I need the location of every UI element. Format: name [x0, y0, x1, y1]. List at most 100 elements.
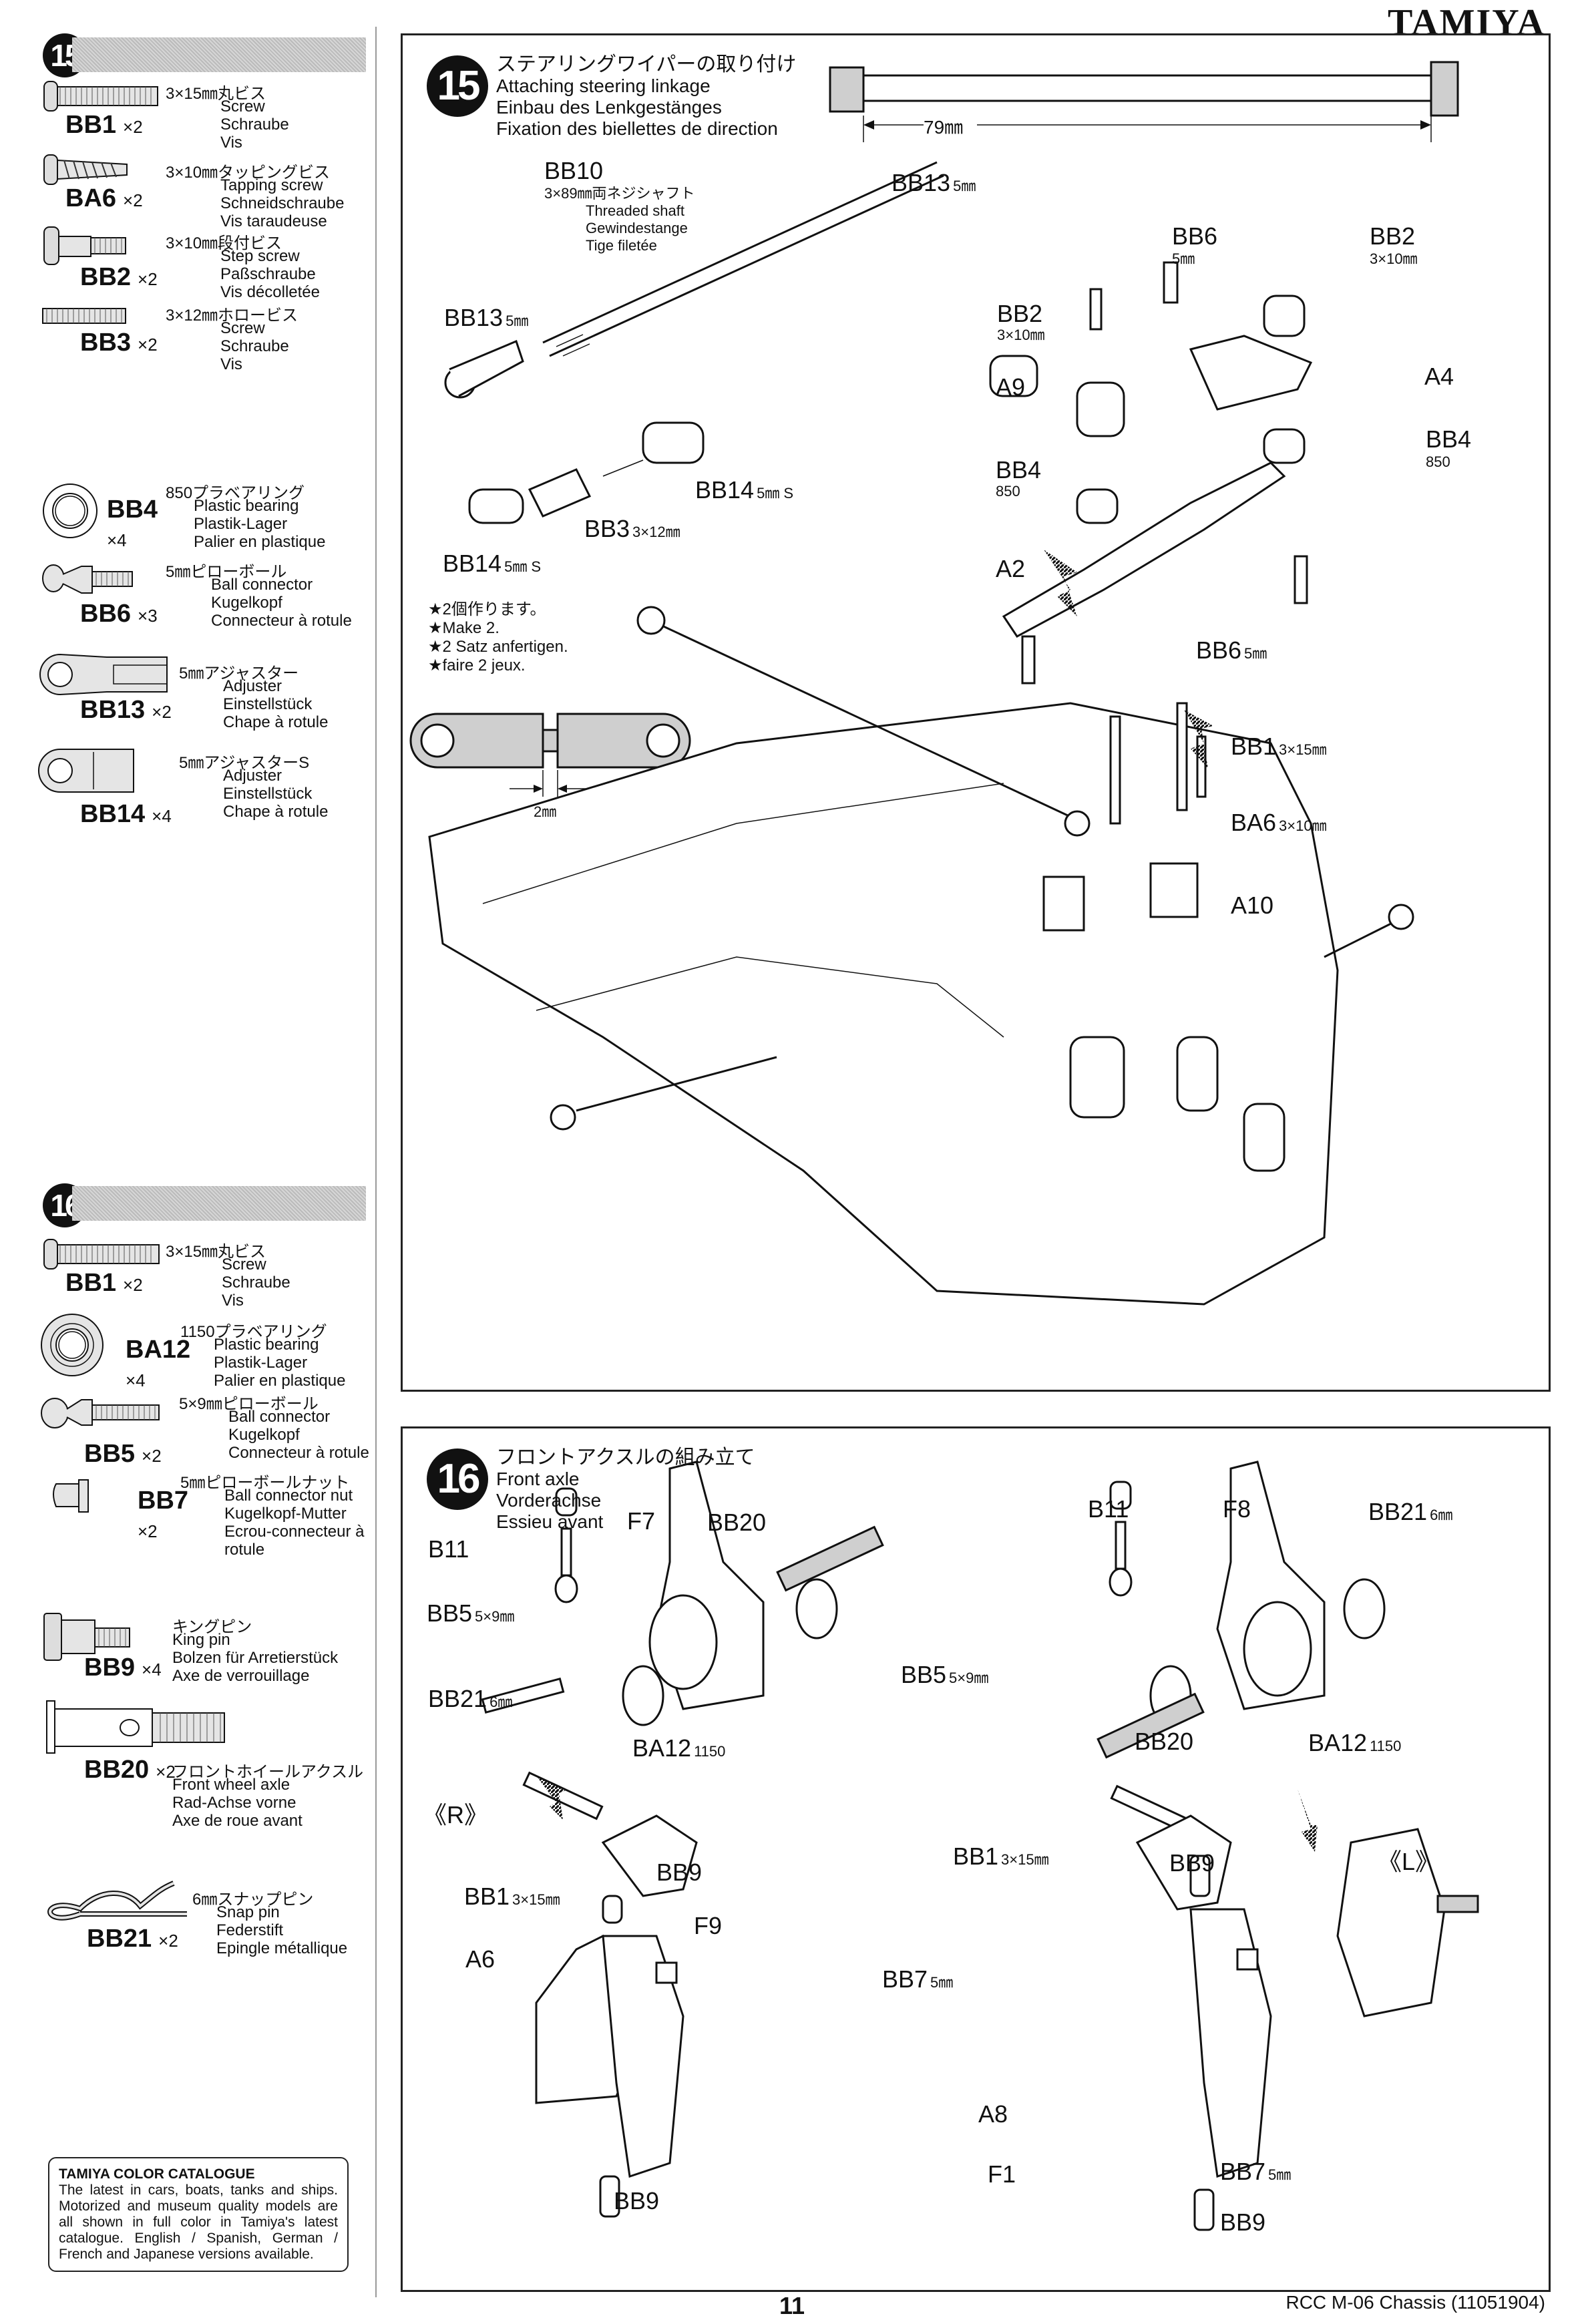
step-number-badge: 15: [427, 55, 488, 117]
part-name-jp: 5㎜ピローボールナット: [180, 1474, 350, 1492]
part-size: 850: [996, 483, 1020, 500]
part-code: BB1×2: [65, 1269, 143, 1297]
part-size: 850: [1426, 453, 1450, 470]
part-code: BA6×2: [65, 184, 143, 212]
step-header-bar: [72, 37, 366, 72]
part-code: BB3×2: [80, 329, 158, 357]
title-de: Einbau des Lenkgestänges: [496, 97, 722, 118]
part-code: BB21×2: [87, 1925, 178, 1953]
part-label: F7: [627, 1507, 656, 1535]
part-label: A10: [1231, 892, 1274, 919]
part-label: BB4: [1426, 425, 1472, 453]
part-name-jp: 5㎜ピローボール: [166, 563, 287, 581]
part-code: BB2×2: [80, 263, 158, 291]
part-name-jp: 3×12㎜ホロービス: [166, 307, 299, 325]
catalogue-notice: TAMIYA COLOR CATALOGUE The latest in car…: [48, 2157, 349, 2272]
adjuster-icon: [39, 653, 168, 696]
step-16-panel: 16 フロントアクスルの組み立て Front axle Vorderachse …: [401, 1426, 1551, 2292]
part-code: BA12×4: [126, 1336, 191, 1390]
part-code: BB6×3: [80, 600, 158, 628]
title-fr: Essieu avant: [496, 1511, 604, 1532]
side-label-right: 《R》: [423, 1801, 488, 1828]
title-jp: フロントアクスルの組み立て: [496, 1446, 755, 1469]
part-label: BB9: [614, 2187, 660, 2214]
part-label: BB9: [656, 1859, 703, 1886]
part-name-jp: 3×10㎜段付ビス: [166, 234, 282, 252]
part-label: BB20: [1135, 1728, 1194, 1755]
model-name: RCC M-06 Chassis (11051904): [1286, 2292, 1545, 2313]
catalogue-body: The latest in cars, boats, tanks and shi…: [59, 2182, 338, 2262]
left-lower-assembly-drawing: [1110, 1784, 1479, 2231]
steering-crank-drawing: [989, 261, 1313, 685]
step-number-badge: 16: [427, 1448, 488, 1510]
ball-connector-icon: [41, 1398, 160, 1428]
part-label: F9: [694, 1912, 723, 1939]
title-fr: Fixation des biellettes de direction: [496, 118, 778, 139]
part-name-jp: 850プラベアリング: [166, 484, 305, 502]
part-label: BB2: [1370, 222, 1416, 250]
chassis-drawing: [428, 606, 1414, 1306]
gap-diagram: [409, 713, 691, 797]
page-number: 11: [779, 2292, 805, 2319]
part-code: BB4×4: [107, 496, 158, 550]
part-label: F1: [988, 2160, 1016, 2188]
part-label: A2: [996, 555, 1026, 582]
pan-head-screw-icon: [43, 81, 158, 112]
title-jp: ステアリングワイパーの取り付け: [496, 53, 797, 75]
pan-head-screw-icon: [43, 1239, 160, 1270]
gap-label: 2㎜: [534, 803, 557, 820]
threaded-shaft-drawing: [444, 161, 944, 399]
part-code: BB1×2: [65, 111, 143, 139]
part-size: 3×10㎜: [1370, 250, 1418, 267]
dimension-label: 79㎜: [924, 117, 964, 138]
part-label: A9: [996, 373, 1026, 401]
title-en: Attaching steering linkage: [496, 75, 711, 96]
part-size: 5㎜: [1172, 250, 1195, 267]
ball-connector-icon: [42, 564, 133, 594]
adjuster-assembly-drawing: [468, 421, 705, 524]
king-pin-icon: [43, 1613, 130, 1661]
part-label: BB4: [996, 456, 1042, 483]
right-knuckle-drawing: [481, 1461, 884, 1726]
title-en: Front axle: [496, 1469, 580, 1489]
part-name-jp: 5×9㎜ピローボール: [179, 1395, 319, 1413]
part-label: BB10: [544, 157, 604, 184]
tapping-screw-icon: [43, 154, 128, 185]
part-name-jp: 3×10㎜タッピングビス: [166, 164, 331, 182]
adjuster-short-icon: [38, 749, 134, 793]
right-lower-assembly-drawing: [522, 1771, 698, 2218]
left-knuckle-drawing: [1097, 1461, 1386, 1759]
part-label: BB6: [1172, 222, 1218, 250]
step-title: ステアリングワイパーの取り付け Attaching steering linka…: [496, 54, 796, 140]
